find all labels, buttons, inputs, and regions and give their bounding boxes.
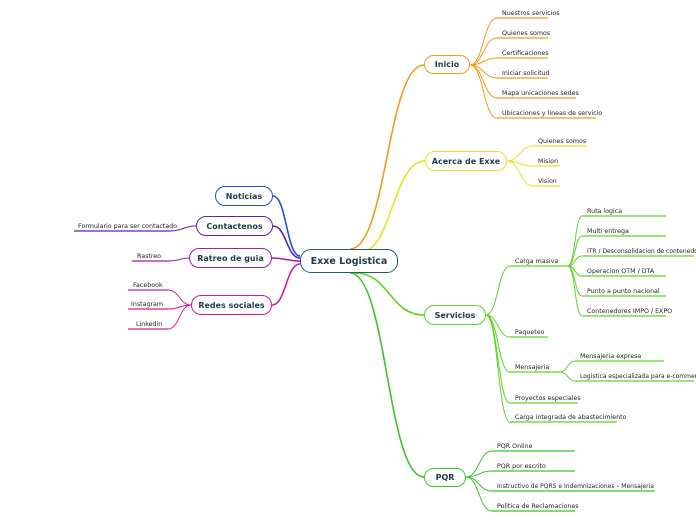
edge-servicios-sub [485,265,511,316]
connector-lines [167,17,583,512]
contactenos-item[interactable]: Formulario para ser contactado [78,223,177,230]
pqr-item[interactable]: Politica de Reclamaciones [497,503,579,510]
edge-root-noticias [272,195,301,257]
carga-item[interactable]: Ruta logica [587,208,623,215]
edge-root-redes [271,263,301,306]
pqr-node[interactable]: PQR [424,468,466,487]
root-node[interactable]: Exxe Logistica [300,249,398,273]
servicios-node[interactable]: Servicios [424,305,486,325]
edge-acerca-item [506,160,534,187]
paqueteo-label[interactable]: Paqueteo [515,329,545,336]
edge-root-ratreo [271,257,301,262]
mensajeria-item[interactable]: Mensajeria expresa [580,353,642,360]
edge-redes-item [167,304,192,330]
edge-inicio-item [469,17,498,66]
edge-pqr-item [465,476,493,492]
edge-pqr-item [465,450,493,478]
root-label: Exxe Logistica [310,255,388,267]
edge-carga-item [567,265,583,317]
carga-item[interactable]: Contenedores IMPO / EXPO [587,308,673,315]
edge-acerca-item [506,145,534,162]
noticias-label: Noticias [225,191,263,201]
edge-servicios-sub [485,314,511,423]
edge-inicio-item [469,37,498,66]
ratreo-node[interactable]: Ratreo de guia [189,248,272,268]
edge-servicios-sub [485,314,511,404]
acerca-node[interactable]: Acerca de Exxe [425,151,507,171]
pqr-item[interactable]: PQR Online [497,443,533,450]
inicio-item[interactable]: Certificaciones [502,50,549,57]
inicio-label: Inicio [434,60,460,69]
acerca-item[interactable]: Mision [538,158,559,165]
contactenos-label: Contactenos [206,221,263,231]
noticias-node[interactable]: Noticias [215,186,273,206]
carga-integrada-label[interactable]: Carga integrada de abastecimiento [515,414,627,421]
carga-item[interactable]: ITR / Desconsolidacion de contenedores [587,248,696,255]
edge-root-servicios [354,272,425,316]
acerca-label: Acerca de Exxe [431,156,501,166]
edge-carga-item [567,215,583,267]
edge-root-inicio [349,64,425,250]
edge-pqr-item [465,476,493,512]
inicio-node[interactable]: Inicio [424,55,470,74]
redes-node[interactable]: Redes sociales [191,295,272,315]
contactenos-node[interactable]: Contactenos [196,216,273,236]
edge-servicios-sub [485,314,511,373]
pqr-item[interactable]: Instructivo de PQRS e Indemnizaciones – … [497,483,654,490]
mensajeria-item[interactable]: Logistica especializada para e-commerce [580,373,696,380]
edge-redes-item [167,289,192,306]
redes-item[interactable]: Instagram [131,301,164,308]
acerca-item[interactable]: Quienes somos [538,138,587,145]
proyectos-label[interactable]: Proyectos especiales [515,395,581,402]
ratreo-item[interactable]: Rastreo [137,253,162,260]
carga-item[interactable]: Multi entrega [587,228,629,235]
inicio-item[interactable]: Mapa unicaciones sedes [502,90,579,97]
pqr-item[interactable]: PQR por escrito [497,463,546,470]
edge-inicio-item [469,64,498,119]
leaf-underlines [74,17,694,512]
inicio-item[interactable]: Ubicaciones y lineas de servicio [502,110,603,117]
inicio-item[interactable]: Nuestros servicios [502,10,560,17]
carga-item[interactable]: Punto a punto nacional [587,288,660,295]
mensajeria-label[interactable]: Mensajeria [515,364,550,371]
inicio-item[interactable]: Quienes somos [502,30,551,37]
inicio-item[interactable]: Iniciar solicitud [502,70,550,77]
redes-label: Redes sociales [198,300,265,310]
edge-root-pqr [349,272,425,478]
servicios-label: Servicios [434,310,476,320]
edge-contactenos-item [169,225,197,232]
pqr-label: PQR [435,473,455,482]
redes-item[interactable]: Linkedin [136,321,163,328]
edge-root-contactenos [272,225,301,259]
edge-mensajeria-item [559,360,576,373]
edge-carga-item [567,235,583,267]
edge-root-acerca [359,160,426,253]
carga-masiva-label[interactable]: Carga masiva [515,258,559,265]
carga-item[interactable]: Operacion OTM / DTA [587,268,655,275]
redes-item[interactable]: Facebook [133,282,163,289]
edge-ratreo-item [169,257,190,262]
acerca-item[interactable]: Vision [538,178,557,185]
edge-mensajeria-item [559,371,576,382]
ratreo-label: Ratreo de guia [197,253,264,263]
edge-carga-item [567,255,583,267]
